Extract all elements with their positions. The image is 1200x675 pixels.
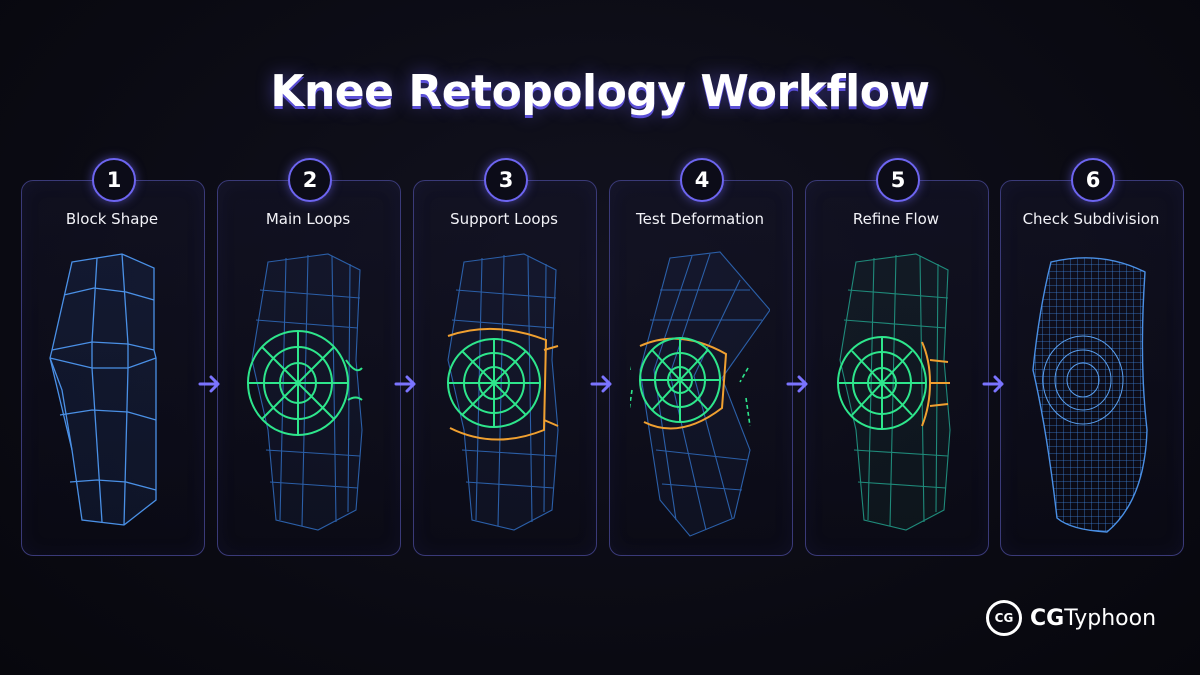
brand-name-rest: Typhoon xyxy=(1064,605,1157,631)
brand-logo: CG CGTyphoon xyxy=(986,600,1156,636)
step-number-badge: 6 xyxy=(1071,158,1115,202)
page-title: Knee Retopology Workflow xyxy=(270,66,930,117)
step-number-badge: 5 xyxy=(876,158,920,202)
arrow-right-icon xyxy=(786,375,808,393)
arrow-right-icon xyxy=(198,375,220,393)
arrow-right-icon xyxy=(590,375,612,393)
step-number-badge: 2 xyxy=(288,158,332,202)
step-label: Block Shape xyxy=(65,210,159,228)
step-card-3 xyxy=(413,180,597,556)
cg-typhoon-logo-icon: CG xyxy=(986,600,1022,636)
knee-refine-flow-illustration xyxy=(837,253,951,531)
brand-name: CGTyphoon xyxy=(1030,606,1156,631)
step-label: Check Subdivision xyxy=(1022,210,1160,228)
knee-main-loops-illustration xyxy=(247,253,363,531)
step-label: Main Loops xyxy=(265,210,351,228)
step-number-badge: 1 xyxy=(92,158,136,202)
step-number-badge: 3 xyxy=(484,158,528,202)
knee-block-shape-illustration xyxy=(49,253,157,526)
knee-test-deformation-illustration xyxy=(630,251,770,537)
arrow-right-icon xyxy=(982,375,1004,393)
step-card-4 xyxy=(609,180,793,556)
knee-support-loops-illustration xyxy=(447,253,559,531)
brand-name-bold: CG xyxy=(1030,605,1065,631)
step-number-badge: 4 xyxy=(680,158,724,202)
arrow-right-icon xyxy=(394,375,416,393)
step-label: Test Deformation xyxy=(636,210,764,228)
step-label: Support Loops xyxy=(450,210,558,228)
step-label: Refine Flow xyxy=(852,210,940,228)
knee-subdivision-illustration xyxy=(1032,257,1148,533)
